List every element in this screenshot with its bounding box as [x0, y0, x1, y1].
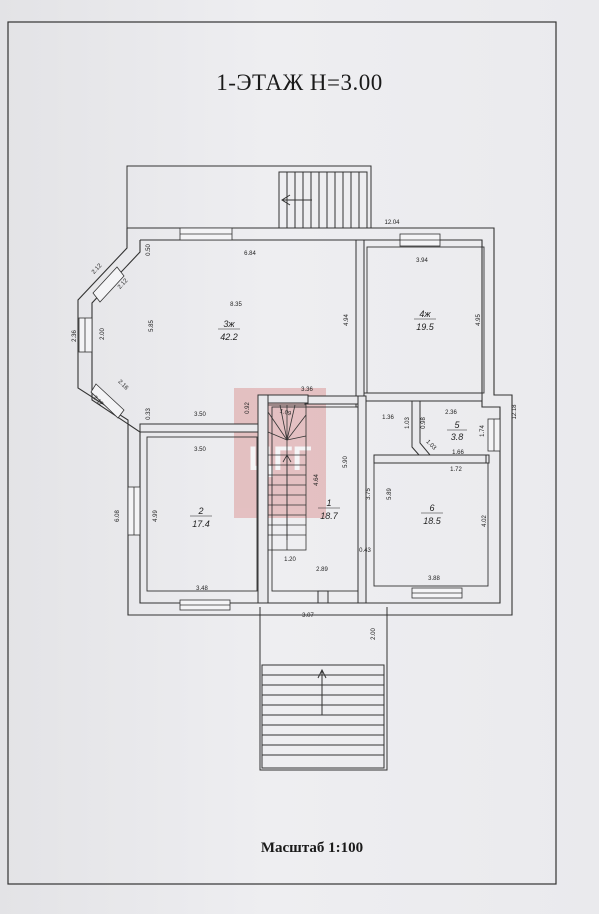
dim-stair-092: 0.92 — [245, 402, 251, 414]
room-outlines — [146, 246, 489, 592]
dim-bay-side-bottom-a: 2.16 — [116, 379, 129, 392]
room-5-number: 5 — [454, 420, 460, 430]
dim-r2-height-inner: 4.99 — [153, 510, 159, 522]
drawing-frame — [7, 21, 557, 885]
room-1-number: 1 — [326, 498, 331, 508]
dim-living-width: 8.35 — [230, 302, 242, 308]
dim-wall-043: 0.43 — [359, 548, 371, 554]
room-4-number: 4ж — [419, 309, 431, 319]
room-4-area: 19.5 — [416, 322, 435, 332]
dim-r2-top-inner: 3.50 — [194, 447, 206, 453]
dim-r6-height-right: 4.02 — [482, 515, 488, 527]
room-5-area: 3.8 — [451, 432, 464, 442]
room-6-number: 6 — [429, 503, 434, 513]
room-6-area: 18.5 — [423, 516, 442, 526]
dim-hall-top: 3.36 — [301, 387, 313, 393]
page-title: 1-ЭТАЖ Н=3.00 — [216, 70, 383, 95]
room-2-area: 17.4 — [192, 519, 210, 529]
dim-bay-front: 2.36 — [72, 330, 78, 342]
dim-r4-width: 3.94 — [416, 258, 428, 264]
dim-r5-103a: 1.03 — [405, 417, 411, 429]
dim-r6-height-left: 5.89 — [387, 488, 393, 500]
scale-label: Масштаб 1:100 — [260, 840, 364, 856]
dim-r4-height: 4.95 — [476, 314, 482, 326]
dim-r2-bottom: 3.48 — [196, 586, 208, 592]
dim-living-height-right: 4.94 — [344, 314, 350, 326]
dim-r5-098: 0.98 — [421, 417, 427, 429]
dim-wall-050: 0.50 — [146, 244, 152, 256]
dim-r5-236: 2.36 — [445, 410, 457, 416]
dim-r2-height-outer: 6.08 — [115, 510, 121, 522]
dim-stair-464: 4.64 — [314, 474, 320, 486]
dim-r5-172: 1.72 — [450, 467, 462, 473]
dim-living-height-left: 5.85 — [149, 320, 155, 332]
dim-r2-top-outer: 3.50 — [194, 412, 206, 418]
top-terrace — [126, 165, 372, 229]
room-2-number: 2 — [197, 506, 203, 516]
dim-wall-033: 0.33 — [146, 408, 152, 420]
dim-porch-depth: 2.00 — [371, 628, 377, 640]
windows — [78, 227, 501, 611]
front-porch — [259, 590, 388, 771]
dim-porch-width: 3.07 — [302, 613, 314, 619]
dim-r6-bottom: 3.88 — [428, 576, 440, 582]
interior-stairs — [267, 404, 307, 551]
dim-r1-bottom: 2.89 — [316, 567, 328, 573]
dim-wall-375: 3.75 — [366, 488, 372, 500]
dim-living-top: 6.84 — [244, 251, 256, 257]
dim-r5-136: 1.36 — [382, 415, 394, 421]
dim-bay-front-inner: 2.00 — [100, 328, 106, 340]
interior-walls — [139, 239, 490, 604]
dim-stair-120: 1.20 — [284, 557, 296, 563]
room-labels: 3ж 42.2 4ж 19.5 2 17.4 1 18.7 5 3.8 6 18… — [190, 309, 467, 529]
room-3-area: 42.2 — [220, 332, 238, 342]
dim-top-outer: 12.04 — [384, 220, 400, 226]
room-1-area: 18.7 — [320, 511, 339, 521]
dim-r5-166: 1.66 — [452, 450, 464, 456]
dim-stair-109: 1.09 — [279, 409, 292, 418]
room-3-number: 3ж — [223, 319, 235, 329]
dim-outer-right: 12.18 — [512, 404, 518, 420]
dim-r1-height: 5.90 — [343, 456, 349, 468]
dim-bay-side-top-a: 2.12 — [91, 263, 104, 276]
dim-r5-174: 1.74 — [480, 425, 486, 437]
